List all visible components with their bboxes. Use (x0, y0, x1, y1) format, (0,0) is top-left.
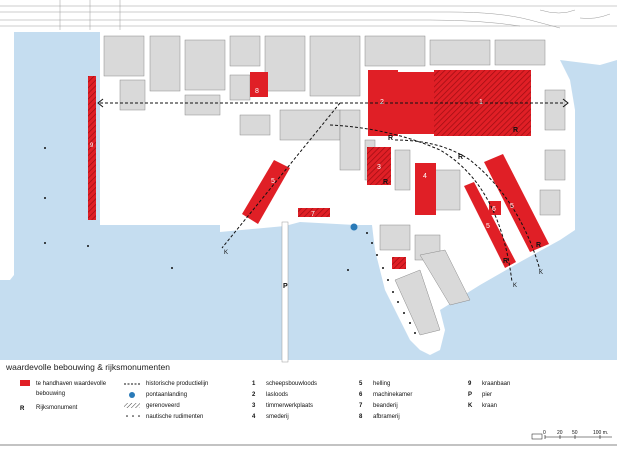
legend-col1-1: bebouwing (36, 391, 66, 397)
scale-50: 50 (572, 430, 578, 436)
scale-100: 100 m. (593, 430, 608, 436)
background-buildings (103, 35, 566, 336)
legend-text-6: machinekamer (373, 392, 413, 398)
building-3-timmerwerkplaats (367, 147, 391, 185)
label-b2: 2 (380, 99, 384, 106)
legend-num-p: P (468, 392, 473, 398)
legend-col1-2: Rijksmonument (36, 405, 78, 411)
land-left-strip (0, 30, 14, 280)
legend-text-5: helling (373, 381, 391, 387)
label-b3: 3 (377, 164, 381, 171)
legend-text-4: smederij (266, 414, 289, 420)
map-title: waardevolle bebouwing & rijksmonumenten (6, 362, 170, 372)
label-r6: R (536, 242, 541, 249)
legend-text-9: kraanbaan (482, 381, 511, 387)
legend-blue-dot (129, 392, 135, 398)
label-r3: R (383, 179, 388, 186)
legend-num-3: 3 (252, 403, 256, 409)
label-b1: 1 (479, 99, 483, 106)
legend-col2-0: historische productielijn (146, 381, 209, 387)
legend-dots (126, 415, 140, 417)
land-top-band (0, 0, 617, 32)
label-p: P (283, 283, 288, 290)
label-r2: R (388, 135, 393, 142)
legend-red-swatch (20, 380, 30, 386)
legend-num-1: 1 (252, 381, 256, 387)
building-5-helling-c (484, 154, 549, 252)
building-4-smederij (415, 163, 436, 215)
legend-col2-3: nautische rudimenten (146, 414, 204, 420)
scale-0: 0 (543, 430, 546, 436)
land-right (540, 30, 617, 65)
label-b5a: 5 (271, 178, 275, 185)
label-b5c: 5 (510, 203, 514, 210)
pontaanlanding (350, 223, 358, 231)
building-6-machinekamer (489, 201, 501, 215)
label-b6: 6 (492, 206, 496, 213)
legend-col1-0: te handhaven waardevolle (36, 381, 107, 387)
scale-bar (531, 433, 612, 440)
legend-num-2: 2 (252, 392, 256, 398)
label-b7: 7 (311, 211, 315, 218)
legend-col2-1: pontaanlanding (146, 392, 188, 398)
label-r4: R (458, 154, 463, 161)
legend-num-8: 8 (359, 414, 363, 420)
historische-productielijn (100, 102, 565, 283)
roads (0, 0, 617, 30)
label-b8: 8 (255, 88, 259, 95)
legend-num-5: 5 (359, 381, 363, 387)
legend-text-2: lasloods (266, 392, 289, 398)
building-7-beanderij (298, 208, 330, 217)
legend-num-k: K (468, 403, 473, 409)
label-k3: K (539, 270, 543, 276)
label-b9: 9 (90, 143, 94, 149)
legend-hatch (124, 403, 140, 408)
building-8-afbramerij (250, 72, 268, 97)
legend-num-9: 9 (468, 381, 472, 387)
legend-num-7: 7 (359, 403, 363, 409)
label-b5b: 5 (486, 223, 490, 230)
label-k2: K (513, 283, 517, 289)
legend-text-7: beanderij (373, 403, 398, 409)
legend-num-6: 6 (359, 392, 363, 398)
pier (281, 221, 289, 363)
building-9-kraanbaan (88, 76, 96, 220)
label-r1: R (513, 127, 518, 134)
scale-20: 20 (557, 430, 563, 436)
nautische-rudimenten (44, 147, 416, 334)
route-ends (97, 98, 569, 108)
legend-col2-2: gerenoveerd (146, 403, 180, 409)
label-r5: R (503, 258, 508, 265)
legend-r-symbol: R (20, 406, 25, 412)
legend-num-4: 4 (252, 414, 256, 420)
legend-text-3: timmerwerkplaats (266, 403, 314, 409)
label-k1: K (224, 250, 228, 256)
building-extra (392, 257, 406, 269)
legend-text-p: pier (482, 392, 493, 398)
legend-text-8: afbramerij (373, 414, 400, 420)
label-b4: 4 (423, 173, 427, 180)
legend-text-1: scheepsbouwloods (266, 381, 318, 387)
legend-text-k: kraan (482, 403, 498, 409)
building-5-helling-b (464, 182, 516, 268)
